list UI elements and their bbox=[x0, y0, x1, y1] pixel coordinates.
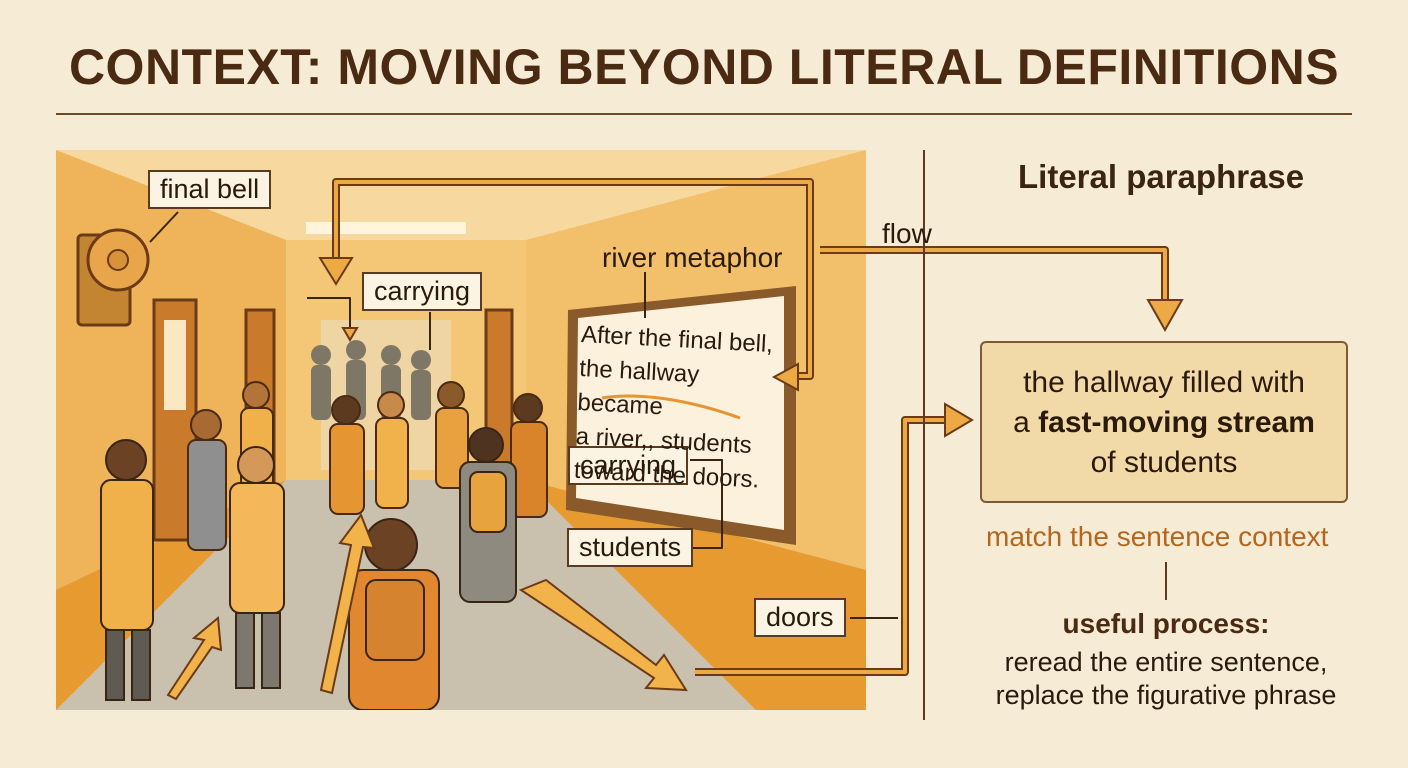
paraphrase-line-1: the hallway filled with bbox=[1023, 366, 1305, 399]
process-steps: reread the entire sentence, replace the … bbox=[996, 646, 1337, 712]
process-connector bbox=[1165, 562, 1167, 600]
match-context-note: match the sentence context bbox=[986, 521, 1329, 552]
paraphrase-line-2: a fast-moving stream bbox=[982, 403, 1346, 443]
page-title: CONTEXT: MOVING BEYOND LITERAL DEFINITIO… bbox=[68, 39, 1340, 95]
literal-paraphrase-heading: Literal paraphrase bbox=[1018, 158, 1305, 195]
doors-label: doors bbox=[754, 598, 846, 637]
process-step-1: reread the entire sentence, bbox=[1004, 647, 1328, 677]
metaphor-sentence: After the final bell, the hallway became… bbox=[573, 318, 782, 498]
students-label: students bbox=[567, 528, 694, 567]
final-bell-label: final bell bbox=[148, 170, 272, 209]
river-metaphor-label: river metaphor bbox=[602, 242, 783, 273]
process-step-2: replace the figurative phrase bbox=[995, 680, 1337, 710]
paraphrase-line-3: of students bbox=[1090, 446, 1238, 479]
paraphrase-box: the hallway filled with a fast-moving st… bbox=[980, 341, 1348, 503]
paraphrase-emphasis: fast-moving stream bbox=[1038, 406, 1315, 439]
flow-label: flow bbox=[882, 218, 932, 249]
process-heading: useful process: bbox=[1062, 608, 1270, 639]
title-divider bbox=[56, 113, 1352, 115]
section-divider bbox=[923, 150, 925, 720]
paraphrase-prefix: a bbox=[1013, 406, 1039, 439]
carrying-label-bottom: carrying bbox=[568, 446, 689, 485]
carrying-label-top: carrying bbox=[362, 272, 483, 311]
sentence-line-2: the hallway became bbox=[576, 354, 700, 421]
